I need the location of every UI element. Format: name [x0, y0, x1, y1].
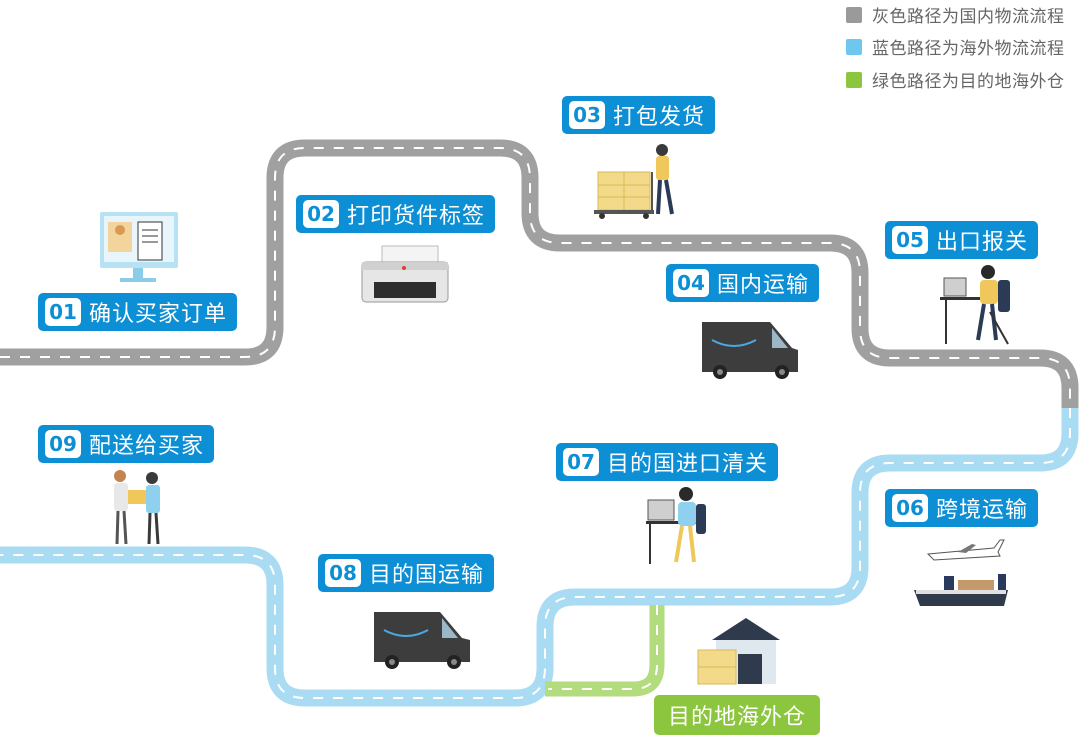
step-title: 打包发货 — [613, 105, 706, 130]
step-title: 目的国运输 — [369, 563, 485, 588]
warehouse-route — [545, 605, 665, 697]
legend-label: 绿色路径为目的地海外仓 — [872, 72, 1065, 92]
step-03-label: 03 打包发货 — [562, 96, 716, 134]
step-number: 09 — [45, 430, 81, 458]
legend-item: 蓝色路径为海外物流流程 — [846, 34, 1065, 59]
step-06-label: 06 跨境运输 — [885, 489, 1039, 527]
legend-swatch — [846, 38, 862, 55]
step-title: 跨境运输 — [936, 498, 1029, 523]
warehouse-icon — [697, 618, 780, 685]
legend-item: 绿色路径为目的地海外仓 — [846, 67, 1065, 92]
legend-item: 灰色路径为国内物流流程 — [846, 2, 1065, 27]
packing-worker-icon — [594, 144, 674, 219]
step-08-label: 08 目的国运输 — [318, 554, 495, 592]
computer-order-icon — [100, 212, 178, 282]
step-09-label: 09 配送给买家 — [38, 425, 215, 463]
step-04-label: 04 国内运输 — [666, 264, 820, 302]
delivery-van-icon — [702, 322, 798, 379]
handover-icon — [114, 470, 160, 545]
step-title: 配送给买家 — [89, 434, 205, 459]
step-title: 目的国进口清关 — [607, 452, 769, 477]
delivery-van-icon — [374, 612, 470, 669]
step-title: 国内运输 — [717, 273, 810, 298]
step-title: 确认买家订单 — [89, 302, 228, 327]
legend-swatch — [846, 71, 862, 88]
step-05-label: 05 出口报关 — [885, 221, 1039, 259]
import-clearance-icon — [646, 487, 706, 564]
legend-label: 灰色路径为国内物流流程 — [872, 7, 1065, 27]
printer-icon — [361, 245, 449, 303]
step-02-label: 02 打印货件标签 — [296, 195, 496, 233]
step-title: 打印货件标签 — [347, 204, 486, 229]
legend-swatch — [846, 6, 862, 23]
step-number: 01 — [45, 298, 81, 326]
step-number: 03 — [569, 101, 605, 129]
step-number: 06 — [892, 494, 928, 522]
step-07-label: 07 目的国进口清关 — [556, 443, 779, 481]
step-number: 08 — [325, 559, 361, 587]
domestic-route — [0, 139, 1079, 408]
warehouse-label: 目的地海外仓 — [654, 695, 821, 735]
step-number: 07 — [563, 448, 599, 476]
step-number: 02 — [303, 200, 339, 228]
step-title: 出口报关 — [936, 230, 1029, 255]
plane-ship-icon — [914, 539, 1008, 606]
step-number: 05 — [892, 226, 928, 254]
step-number: 04 — [673, 269, 709, 297]
legend-label: 蓝色路径为海外物流流程 — [872, 39, 1065, 59]
customs-officer-icon — [940, 265, 1010, 345]
step-01-label: 01 确认买家订单 — [38, 293, 238, 331]
